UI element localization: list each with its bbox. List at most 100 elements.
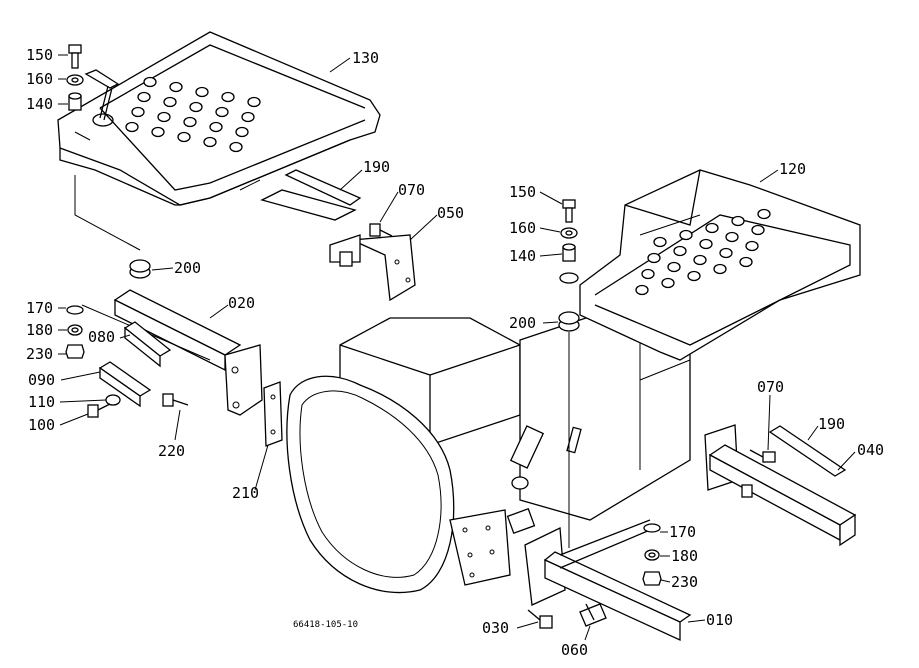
bolt-150-right	[562, 199, 576, 223]
plate-hole	[705, 222, 719, 234]
label-140-left: 140	[26, 95, 53, 113]
plate-hole	[163, 96, 177, 108]
label-090: 090	[28, 371, 55, 389]
plate-hole	[647, 252, 661, 264]
leader-left-plate	[74, 175, 141, 251]
plate-hole	[229, 141, 243, 153]
callout-leaders	[58, 54, 856, 641]
clip-060	[579, 603, 607, 627]
callout-labels: 150 160 140 130 190 070 050 200 020 170 …	[26, 46, 884, 659]
washer-110	[105, 394, 121, 406]
label-080: 080	[88, 328, 115, 346]
plate-hole	[653, 236, 667, 248]
step-plate-right-holes	[635, 208, 771, 296]
plate-hole	[169, 81, 183, 93]
bolt-030	[527, 609, 553, 629]
plate-hole	[641, 268, 655, 280]
washer-170-left	[66, 305, 84, 315]
plate-hole	[719, 247, 733, 259]
label-070-lower: 070	[757, 378, 784, 396]
grommet-200-right	[558, 311, 580, 332]
engine-housing	[286, 299, 691, 594]
plate-hole	[739, 256, 753, 268]
washer-160-right	[560, 227, 578, 239]
plate-hole	[125, 121, 139, 133]
label-020: 020	[228, 294, 255, 312]
bracket-010	[524, 519, 692, 642]
plate-hole	[195, 86, 209, 98]
label-190-upper: 190	[363, 158, 390, 176]
label-030: 030	[482, 619, 509, 637]
bracket-040	[704, 424, 857, 547]
label-060: 060	[561, 641, 588, 659]
label-170-left: 170	[26, 299, 53, 317]
plate-hole	[679, 229, 693, 241]
plate-080	[123, 321, 172, 368]
washer-180-left	[67, 324, 83, 336]
plate-hole	[215, 106, 229, 118]
plate-hole	[731, 215, 745, 227]
plate-hole	[203, 136, 217, 148]
label-160-left: 160	[26, 70, 53, 88]
label-180-left: 180	[26, 321, 53, 339]
plate-hole	[235, 126, 249, 138]
label-130: 130	[352, 49, 379, 67]
plate-hole	[757, 208, 771, 220]
plate-hole	[751, 224, 765, 236]
label-150-right: 150	[509, 183, 536, 201]
label-140-right: 140	[509, 247, 536, 265]
plate-hole	[209, 121, 223, 133]
plate-hole	[241, 111, 255, 123]
plate-hole	[183, 116, 197, 128]
plate-hole	[699, 238, 713, 250]
plate-hole	[151, 126, 165, 138]
bolt-070-upper	[369, 223, 393, 237]
plate-hole	[189, 101, 203, 113]
label-230-right: 230	[671, 573, 698, 591]
stay-190-lower	[768, 425, 847, 477]
collar-140-right	[562, 243, 576, 262]
label-200-right: 200	[509, 314, 536, 332]
washer-160-left	[66, 74, 84, 86]
grommet-200-left	[129, 259, 151, 279]
label-070-upper: 070	[398, 181, 425, 199]
hole-ring-right	[559, 272, 579, 284]
label-150-left: 150	[26, 46, 53, 64]
nut-230-right	[642, 571, 662, 586]
label-160-right: 160	[509, 219, 536, 237]
washer-180-right	[644, 549, 660, 561]
plate-hole	[687, 270, 701, 282]
plate-hole	[157, 111, 171, 123]
label-050: 050	[437, 204, 464, 222]
plate-hole	[661, 277, 675, 289]
plate-hole	[693, 254, 707, 266]
step-plate-left	[57, 31, 381, 206]
stay-190-upper	[239, 169, 362, 221]
plate-hole	[745, 240, 759, 252]
plate-hole	[143, 76, 157, 88]
label-190-lower: 190	[818, 415, 845, 433]
washer-170-right	[643, 523, 661, 533]
label-180-right: 180	[671, 547, 698, 565]
plate-210	[263, 381, 283, 447]
plate-hole	[221, 91, 235, 103]
plate-hole	[635, 284, 649, 296]
step-plate-left-holes	[125, 76, 261, 153]
bolt-220	[162, 393, 189, 407]
lever-rod-left	[84, 69, 120, 127]
bolt-070-lower	[749, 449, 776, 463]
plate-hole	[713, 263, 727, 275]
plate-hole	[667, 261, 681, 273]
bolt-150-left	[68, 44, 82, 69]
label-220: 220	[158, 442, 185, 460]
bolt-100	[87, 403, 111, 418]
label-110: 110	[28, 393, 55, 411]
collar-140-left	[68, 92, 82, 111]
bracket-050	[329, 234, 416, 302]
plate-hole	[725, 231, 739, 243]
label-170-right: 170	[669, 523, 696, 541]
plate-hole	[177, 131, 191, 143]
plate-090	[98, 361, 152, 408]
